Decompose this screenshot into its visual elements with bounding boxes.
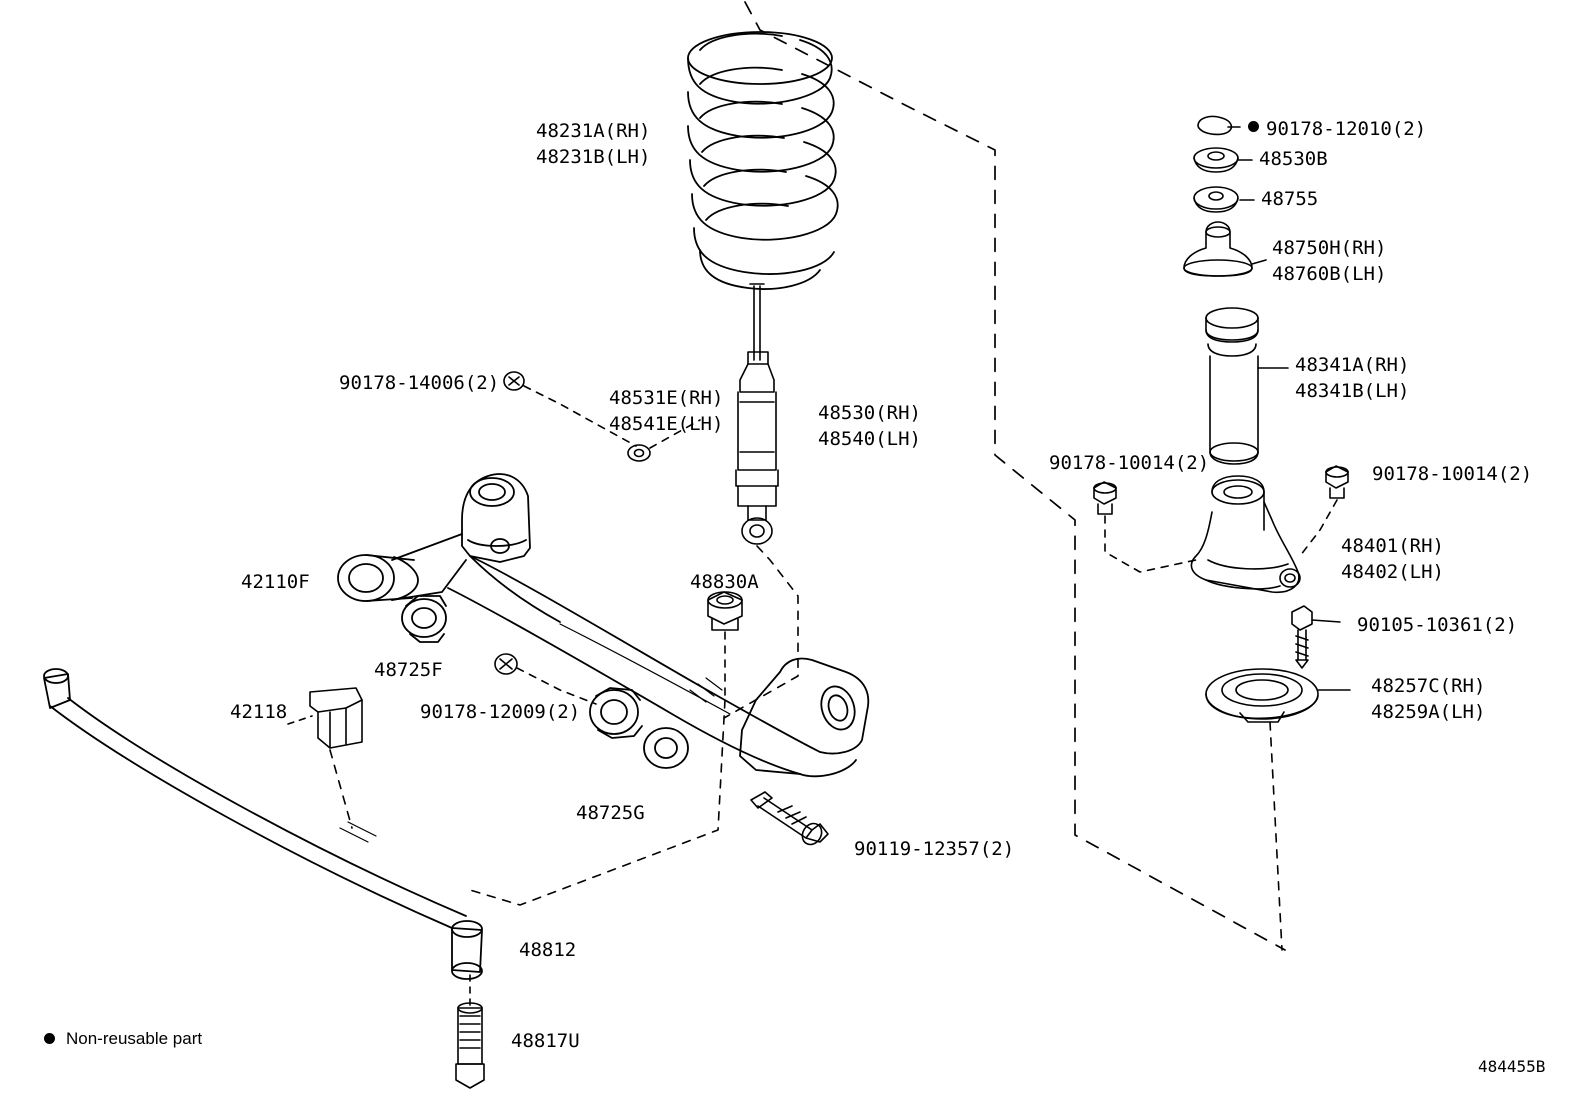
label-90105-10361: 90105-10361(2) bbox=[1357, 614, 1518, 636]
label-48257C: 48257C(RH) 48259A(LH) bbox=[1371, 675, 1486, 723]
label-90178-14006: 90178-14006(2) bbox=[339, 372, 500, 394]
label-48725F: 48725F bbox=[374, 659, 443, 681]
figure-code: 484455B bbox=[1478, 1057, 1546, 1076]
label-42110F: 42110F bbox=[241, 571, 310, 593]
label-90178-10014-right: 90178-10014(2) bbox=[1372, 463, 1533, 485]
label-48817U: 48817U bbox=[511, 1030, 580, 1052]
legend-non-reusable: Non-reusable part bbox=[66, 1029, 203, 1048]
label-48530-shock: 48530(RH) 48540(LH) bbox=[818, 402, 921, 450]
label-48531E: 48531E(RH) 48541E(LH) bbox=[609, 387, 724, 435]
label-48341A: 48341A(RH) 48341B(LH) bbox=[1295, 354, 1410, 402]
label-48755: 48755 bbox=[1261, 188, 1319, 210]
label-42118: 42118 bbox=[230, 701, 288, 723]
non-reusable-dot-legend bbox=[44, 1033, 55, 1044]
label-48231A: 48231A(RH) 48231B(LH) bbox=[536, 120, 651, 168]
label-90119-12357: 90119-12357(2) bbox=[854, 838, 1015, 860]
label-48830A: 48830A bbox=[690, 571, 759, 593]
label-48725G: 48725G bbox=[576, 802, 645, 824]
label-90178-12009: 90178-12009(2) bbox=[420, 701, 581, 723]
label-48812: 48812 bbox=[519, 939, 577, 961]
label-48401: 48401(RH) 48402(LH) bbox=[1341, 535, 1444, 583]
non-reusable-dot-90178-12010 bbox=[1248, 121, 1259, 132]
label-90178-10014-left: 90178-10014(2) bbox=[1049, 452, 1210, 474]
label-48530B: 48530B bbox=[1259, 148, 1328, 170]
label-48750H: 48750H(RH) 48760B(LH) bbox=[1272, 237, 1387, 285]
label-90178-12010: 90178-12010(2) bbox=[1266, 118, 1427, 140]
